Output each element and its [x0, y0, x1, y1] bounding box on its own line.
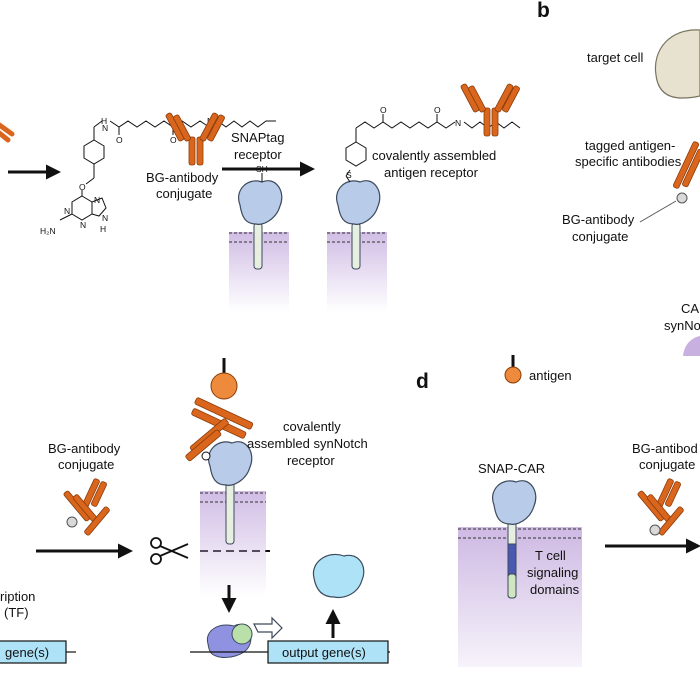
- chem-nh2: H₂N: [40, 226, 56, 236]
- label-bg-antibody-conjugate-a-l2: conjugate: [156, 186, 212, 201]
- antibody-d1: [637, 478, 684, 536]
- chem-ring-n-4: N: [64, 206, 70, 216]
- panel-letter-b: b: [537, 0, 550, 22]
- label-bg-antibody-conjugate-a-l1: BG-antibody: [146, 170, 219, 185]
- receptor-stalk-a2: [351, 222, 361, 270]
- synnotch-stalk: [225, 479, 235, 545]
- partial-membrane-b: [683, 336, 700, 356]
- label-ca-partial: CA: [681, 301, 699, 316]
- chem-amide-n-3: N: [455, 118, 461, 128]
- chem-amide-o-3: O: [380, 105, 387, 115]
- label-covalent-antigen-receptor-l1: covalently assembled: [372, 148, 496, 163]
- tcell-signaling-domain: [507, 543, 517, 575]
- label-bg-conjugate-c-l2: conjugate: [58, 457, 114, 472]
- label-synnotch-l3: receptor: [287, 453, 335, 468]
- chem-amide-n-1: N: [102, 123, 108, 133]
- membrane-d: [458, 527, 582, 667]
- label-bg-conjugate-b-l2: conjugate: [572, 229, 628, 244]
- label-bg-conjugate-d-l1: BG-antibod: [632, 441, 698, 456]
- antibody-a1: [165, 112, 225, 166]
- label-bg-conjugate-d-l2: conjugate: [639, 457, 695, 472]
- receptor-stalk-a1: [253, 222, 263, 270]
- chem-amide-h-1: H: [101, 116, 107, 126]
- antigen-legend-icon: [504, 366, 522, 384]
- label-covalent-antigen-receptor-l2: antigen receptor: [384, 165, 479, 180]
- output-protein: [312, 553, 365, 599]
- snaptag-receptor-a1: [238, 180, 283, 225]
- tf-cleaved-domain: [231, 623, 253, 645]
- scissors-icon: [150, 537, 189, 565]
- antibody-a2: [460, 83, 520, 137]
- antibody-b1: [672, 141, 700, 189]
- output-gene-box: [267, 640, 389, 664]
- chem-ring-n-2: N: [102, 213, 108, 223]
- label-output-genes: output gene(s): [282, 645, 366, 660]
- snap-car-receptor: [492, 480, 537, 525]
- bg-tag-b: [676, 192, 688, 204]
- chem-sulfur: S: [346, 170, 352, 180]
- label-tagged-antibodies-l2: specific antibodies: [575, 154, 682, 169]
- label-synnotch-l1: covalently: [283, 419, 341, 434]
- covalent-receptor-a2: [336, 180, 381, 225]
- synnotch-receptor: [208, 441, 253, 486]
- chem-thiol: SH: [256, 164, 268, 174]
- antibody-c2: [185, 397, 254, 462]
- antibody-c1: [63, 478, 110, 536]
- panel-letter-d: d: [416, 370, 429, 393]
- chem-ring-n-1: N: [94, 195, 100, 205]
- bg-tag-c: [66, 516, 78, 528]
- label-synno-partial: synNo: [664, 318, 700, 333]
- label-snaptag-l2: receptor: [234, 147, 282, 162]
- label-tcell-l1: T cell: [535, 548, 566, 563]
- label-target-cell: target cell: [587, 50, 643, 65]
- label-bg-conjugate-c-l1: BG-antibody: [48, 441, 121, 456]
- tcell-costim-domain: [507, 573, 517, 599]
- callout-line-b: [639, 200, 677, 223]
- label-tcell-l3: domains: [530, 582, 580, 597]
- chem-nh: H: [100, 224, 106, 234]
- covalent-linker-structure: [345, 114, 521, 183]
- label-snap-car: SNAP-CAR: [478, 461, 545, 476]
- label-tagged-antibodies-l1: tagged antigen-: [585, 138, 675, 153]
- target-cell: [654, 29, 700, 99]
- promoter-arrow-icon: [253, 616, 283, 640]
- bg-chemical-structure: [59, 120, 276, 221]
- chem-ether-o: O: [79, 182, 86, 192]
- chem-amide-o-4: O: [434, 105, 441, 115]
- label-bg-conjugate-b-l1: BG-antibody: [562, 212, 635, 227]
- label-gene-left-partial: gene(s): [5, 645, 49, 660]
- partial-antibody-left: [0, 122, 15, 143]
- chem-ring-n-3: N: [80, 220, 86, 230]
- label-antigen: antigen: [529, 368, 572, 383]
- label-tf-partial: (TF): [4, 605, 29, 620]
- bg-tag-c2: [201, 451, 211, 461]
- label-snaptag-l1: SNAPtag: [231, 130, 284, 145]
- label-synnotch-l2: assembled synNotch: [247, 436, 368, 451]
- chem-amide-o-2: O: [170, 135, 177, 145]
- label-tcell-l2: signaling: [527, 565, 578, 580]
- antigen-c: [210, 372, 238, 400]
- bg-tag-d: [649, 524, 661, 536]
- label-transcription-partial: ription: [0, 589, 35, 604]
- chem-amide-o-1: O: [116, 135, 123, 145]
